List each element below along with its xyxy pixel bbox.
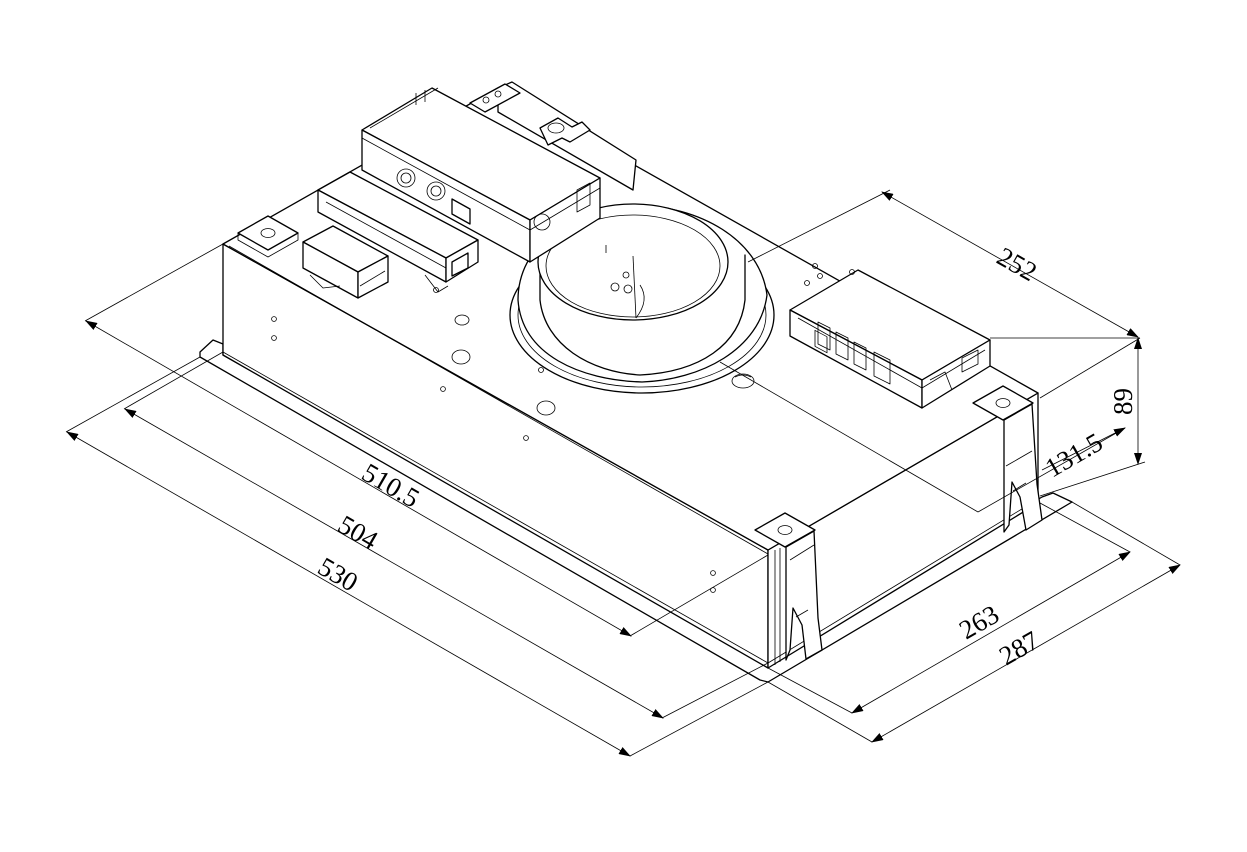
- dimension-89-label: 89: [1108, 388, 1138, 415]
- dimension-89: 89: [1039, 337, 1146, 497]
- dimension-287-label: 287: [994, 625, 1044, 671]
- dimension-504-label: 504: [333, 509, 384, 555]
- mounting-bracket-right: [972, 385, 1043, 533]
- rear-bracket-plate: [469, 81, 637, 191]
- dimension-263-label: 263: [954, 599, 1004, 645]
- connector-box: [302, 225, 389, 299]
- dimension-530-label: 530: [313, 551, 363, 597]
- dimension-252-label: 252: [992, 241, 1042, 287]
- control-box: [361, 87, 601, 263]
- mounting-bracket-rear-left: [237, 215, 299, 258]
- dimension-131-5-label: 131.5: [1040, 427, 1108, 483]
- terminal-block: [317, 171, 479, 293]
- right-control-box: [789, 269, 991, 409]
- mounting-bracket-front: [754, 512, 823, 661]
